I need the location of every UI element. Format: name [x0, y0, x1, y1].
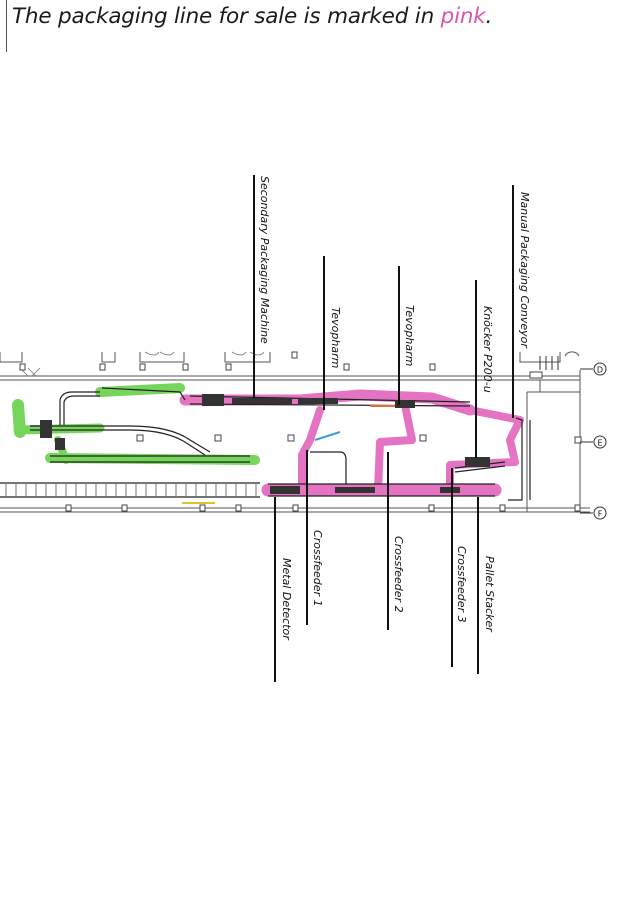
page-title: The packaging line for sale is marked in…: [12, 4, 492, 29]
title-highlight: pink: [440, 4, 486, 29]
equipment-blocks: [40, 394, 490, 494]
conveyor-lines: [0, 387, 531, 501]
title-end: .: [485, 4, 493, 29]
door-swings: [19, 351, 265, 377]
grid-marker-e: E: [597, 439, 602, 448]
grid-marker-f: F: [598, 510, 603, 519]
grid-markers: [580, 362, 607, 520]
grid-marker-d: D: [597, 366, 603, 375]
columns: [19, 351, 582, 512]
roller-marks: [5, 484, 257, 496]
title-text: The packaging line for sale is marked in: [12, 4, 441, 29]
page-edge: [6, 0, 7, 52]
leader-lines: [253, 175, 514, 682]
accent-marks: [182, 356, 559, 504]
for-sale-line-highlight: [179, 389, 524, 497]
